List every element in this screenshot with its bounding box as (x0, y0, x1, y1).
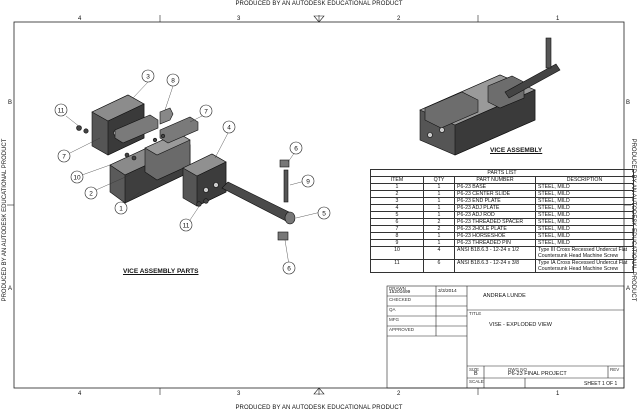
part-2hole-plate-b (159, 116, 199, 144)
drawn-label: DRAWN (389, 286, 406, 291)
svg-text:1: 1 (119, 206, 123, 213)
date-value: 3/3/2014 (438, 289, 457, 294)
balloon-3: 3 (141, 69, 155, 83)
part-2hole-plate-a (114, 114, 159, 144)
size-value: B (474, 371, 478, 377)
balloon-10: 10 (70, 170, 84, 184)
zone-row-a-right: A (626, 286, 631, 292)
balloon-4: 4 (222, 120, 236, 134)
zone-col-4-top: 4 (78, 16, 82, 22)
parts-list-title: PARTS LIST (370, 169, 634, 177)
zone-col-4-bottom: 4 (78, 391, 82, 397)
assembly-pin (545, 37, 552, 69)
svg-text:9: 9 (306, 179, 310, 186)
leader-lines (65, 81, 322, 266)
svg-text:11: 11 (58, 108, 65, 115)
balloon-1: 1 (114, 201, 128, 215)
balloon-7-right: 7 (199, 104, 213, 118)
svg-text:3: 3 (146, 74, 150, 81)
assembly-view-label: VICE ASSEMBLY (490, 147, 543, 154)
zone-row-b-left: B (8, 100, 13, 106)
dwg-no-label: DWG NO (508, 367, 527, 372)
col-header-item: ITEM (370, 176, 424, 184)
zone-col-3-bottom: 3 (237, 391, 241, 397)
balloon-6-upper: 6 (289, 141, 303, 155)
zone-col-2-top: 2 (397, 16, 401, 22)
drawn-by-value: 15201699 (389, 290, 411, 295)
rev-label: REV (610, 367, 620, 372)
svg-text:6: 6 (287, 266, 291, 273)
svg-text:6: 6 (294, 146, 298, 153)
size-label: SIZE (469, 367, 480, 372)
col-header-description: DESCRIPTION (535, 176, 634, 184)
svg-text:11: 11 (183, 223, 190, 230)
scale-label: SCALE (469, 379, 484, 384)
part-threaded-spacer-a (279, 159, 290, 168)
part-horseshoe (159, 107, 174, 125)
sheet-value: SHEET 1 OF 1 (584, 381, 618, 387)
balloon-5: 5 (317, 206, 331, 220)
balloon-11-upper: 11 (54, 103, 68, 117)
part-threaded-pin (283, 169, 289, 203)
balloon-2: 2 (84, 186, 98, 200)
title-block-frame (386, 285, 625, 389)
zone-row-b-right: B (626, 100, 631, 106)
checked-label: CHECKED (389, 297, 412, 302)
exploded-view-label: VICE ASSEMBLY PARTS (123, 268, 199, 275)
top-watermark: PRODUCED BY AN AUTODESK EDUCATIONAL PROD… (235, 1, 403, 7)
svg-text:7: 7 (204, 109, 208, 116)
balloon-6-lower: 6 (282, 261, 296, 275)
zone-row-a-left: A (8, 286, 13, 292)
drawing-title: VISE - EXPLODED VIEW (489, 322, 552, 328)
dwg-no-value: P6-23 FINAL PROJECT (508, 371, 567, 377)
centering-mark-top (313, 15, 325, 23)
approved-label: APPROVED (389, 327, 415, 332)
col-header-qty: QTY (423, 176, 455, 184)
screws (76, 125, 209, 207)
zone-col-2-bottom: 2 (397, 391, 401, 397)
part-threaded-spacer-b (277, 231, 289, 241)
zone-col-1-top: 1 (556, 16, 560, 22)
svg-text:8: 8 (171, 78, 175, 85)
svg-text:2: 2 (89, 191, 93, 198)
svg-text:5: 5 (322, 211, 326, 218)
svg-text:7: 7 (62, 154, 66, 161)
col-header-part-number: PART NUMBER (454, 176, 536, 184)
assembly-rod (504, 63, 561, 99)
svg-text:10: 10 (73, 175, 81, 182)
balloon-8: 8 (166, 73, 180, 87)
parts-list-table: PARTS LIST ITEM QTY PART NUMBER DESCRIPT… (370, 169, 634, 273)
author-name: ANDREA LUNDE (483, 293, 526, 299)
assembly-view (419, 37, 561, 156)
qa-label: QA (389, 307, 396, 312)
zone-col-3-top: 3 (237, 16, 241, 22)
zone-col-1-bottom: 1 (556, 391, 560, 397)
balloon-11-lower: 11 (179, 218, 193, 232)
balloon-7-left: 7 (57, 149, 71, 163)
bottom-watermark: PRODUCED BY AN AUTODESK EDUCATIONAL PROD… (235, 405, 403, 411)
exploded-view (65, 81, 322, 266)
title-label: TITLE (469, 311, 482, 316)
svg-text:4: 4 (227, 125, 231, 132)
balloon-9: 9 (301, 174, 315, 188)
mfg-label: MFG (389, 317, 399, 322)
centering-mark-bottom (313, 387, 325, 395)
